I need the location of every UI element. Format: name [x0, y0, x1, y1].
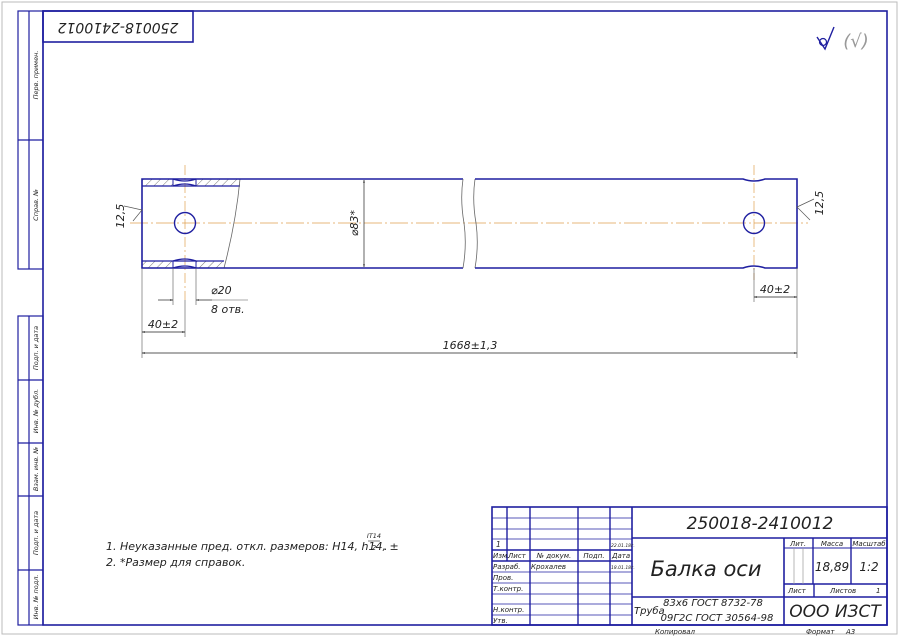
tb-h-date-text: Дата — [611, 552, 630, 560]
left-strip-labels: Перв. примен. Справ. № Подп. и дата Инв.… — [32, 51, 40, 620]
technical-notes: 1. Неуказанные пред. откл. размеров: H14… — [106, 532, 399, 569]
title-block-text: 1 22.01.18г. Изм. Лист № докум. Подп. Да… — [493, 514, 886, 636]
tb-format-l-text: Формат — [806, 628, 835, 636]
d-off-l-text: 40±2 — [148, 318, 178, 331]
tb-sheets-text: 1 — [876, 587, 880, 595]
ls4-text: Взам. инв. № — [32, 447, 40, 491]
tb-sheets-l-text: Листов — [829, 587, 856, 595]
ls6-text: Инв. № подл. — [32, 575, 40, 620]
tb-mat-p-text: Труба — [634, 605, 665, 617]
d-r-right-text: 12,5 — [813, 191, 826, 216]
tb-n0-text: Крохалев — [531, 563, 566, 571]
tb-h-izm-text: Изм. — [493, 552, 509, 560]
roughness-symbol-icon: (√) — [816, 26, 869, 52]
tb-r2-text: Т.контр. — [493, 585, 523, 593]
ls1-text: Справ. № — [32, 189, 40, 221]
tb-d0-text: 18.01.18г. — [611, 565, 635, 571]
tb-h-sign-text: Подп. — [583, 552, 604, 560]
n1end-text: . — [384, 540, 388, 553]
d-dia-text: ⌀83* — [348, 209, 361, 236]
tb-format-text: А3 — [845, 628, 855, 636]
tb-mass-l-text: Масса — [821, 540, 843, 548]
des-rot-text: 250018-2410012 — [57, 19, 178, 35]
part-drawing — [123, 165, 815, 358]
tb-mat2-text: 09Г2С ГОСТ 30564-98 — [661, 613, 774, 624]
tb-mass-text: 18,89 — [815, 560, 849, 574]
n2-text: 2. *Размер для справок. — [106, 556, 245, 569]
tb-scale-text: 1:2 — [859, 560, 878, 574]
n1den-text: 2 — [372, 544, 377, 552]
tb-copied-text: Копировал — [655, 628, 696, 636]
tb-h-list-text: Лист — [507, 552, 527, 560]
rough-sym-text: (√) — [843, 31, 869, 52]
tb-sheet-text: Лист — [787, 587, 807, 595]
tb-scale-l-text: Масштаб — [852, 540, 886, 548]
tb-r5-text: Утв. — [493, 617, 508, 625]
n1num-text: IT14 — [367, 532, 381, 540]
tb-r1-text: Пров. — [493, 574, 513, 582]
tb-rev-date-text: 22.01.18г. — [611, 543, 635, 549]
dimension-labels: 12,5 12,5 ⌀83* ⌀20 8 отв. 40±2 40±2 1668… — [114, 191, 826, 352]
ls2-text: Подп. и дата — [32, 326, 40, 370]
tb-rev-izm-text: 1 — [496, 540, 501, 549]
tb-lit-text: Лит. — [789, 540, 806, 548]
d-r-left-text: 12,5 — [114, 204, 127, 229]
tb-company-text: ООО ИЗСТ — [789, 602, 882, 622]
d-count-text: 8 отв. — [211, 303, 245, 316]
tb-des-text: 250018-2410012 — [687, 514, 834, 534]
tb-r4-text: Н.контр. — [493, 606, 524, 614]
tb-h-doc-text: № докум. — [536, 552, 572, 560]
ls0-text: Перв. примен. — [32, 51, 40, 100]
n1-text: 1. Неуказанные пред. откл. размеров: H14… — [106, 540, 399, 553]
d-hole-text: ⌀20 — [211, 284, 232, 297]
tb-mat1-text: 83x6 ГОСТ 8732-78 — [663, 598, 763, 609]
ls3-text: Инв. № дубл. — [32, 389, 40, 433]
ls5-text: Подп. и дата — [32, 511, 40, 555]
tb-r0-text: Разраб. — [493, 563, 521, 571]
main-frame — [17, 10, 888, 626]
d-len-text: 1668±1,3 — [443, 339, 498, 352]
title-block — [491, 506, 888, 626]
tb-name-text: Балка оси — [651, 557, 762, 581]
d-off-r-text: 40±2 — [760, 283, 790, 296]
